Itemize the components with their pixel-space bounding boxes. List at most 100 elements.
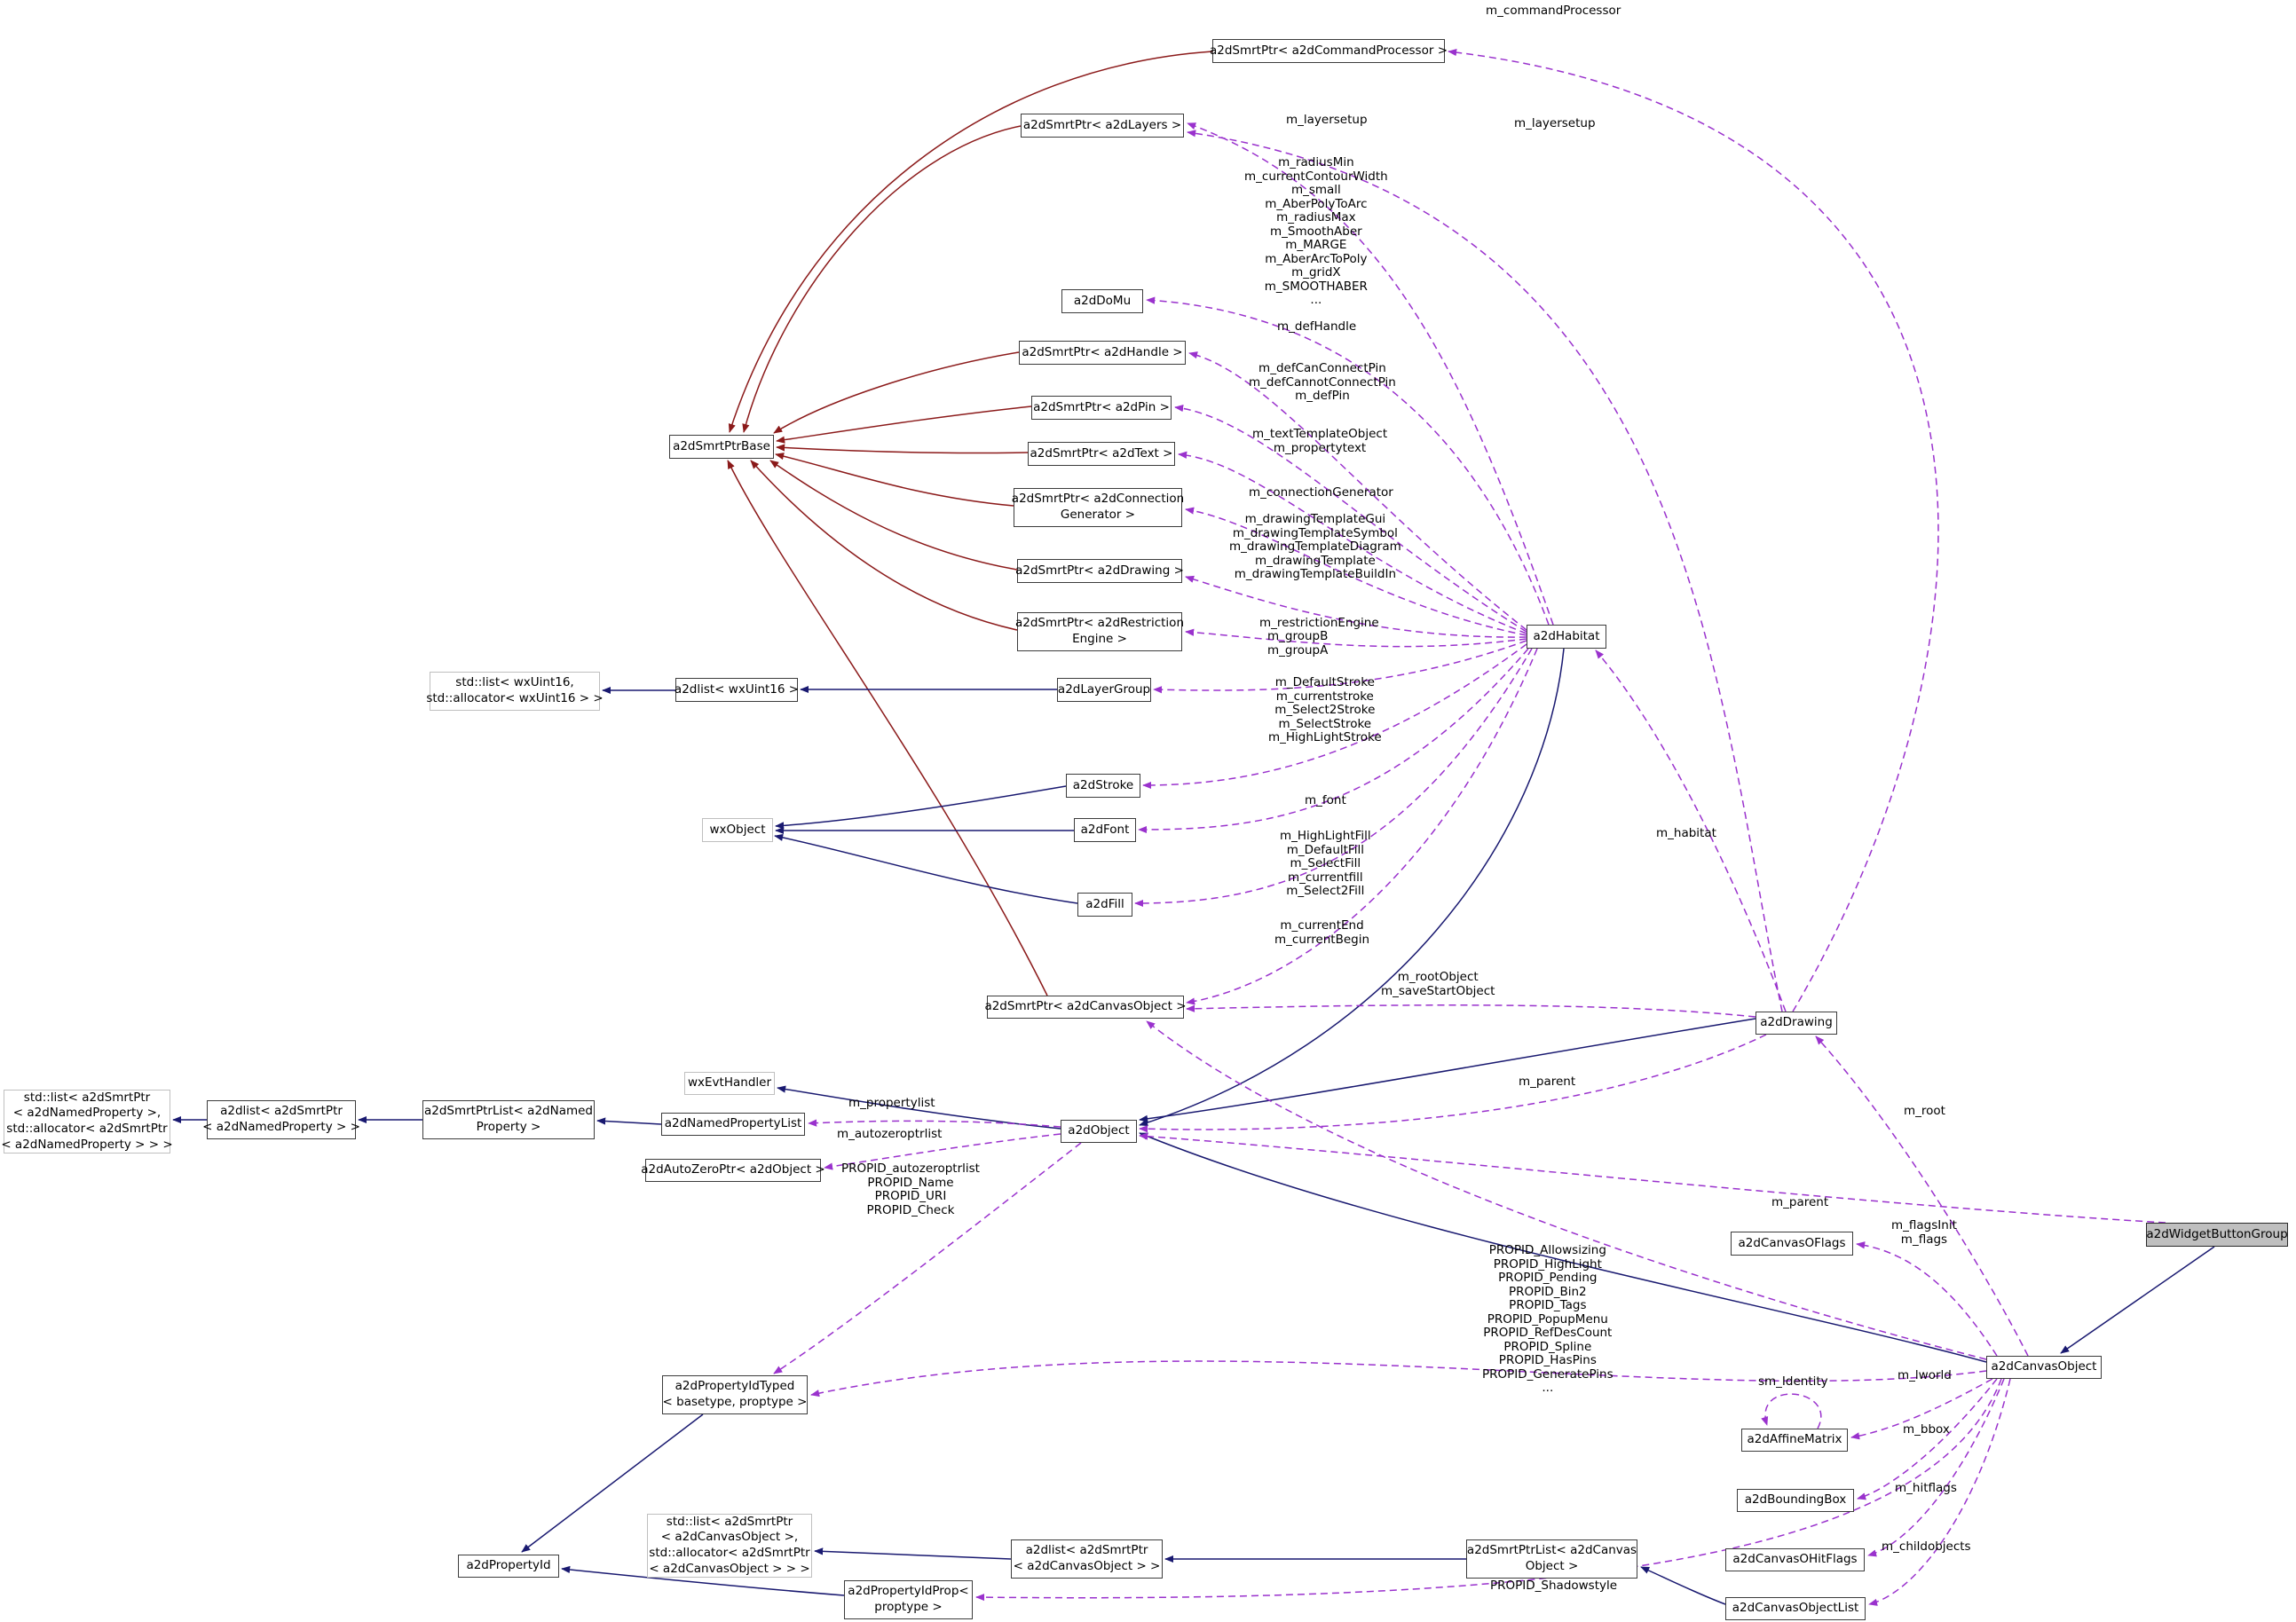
edge-label-line: m_HighLightStroke [1268,730,1382,744]
class-node-label: < a2dNamedProperty > > [202,1120,360,1134]
edge-label-m_autozeroptrlist: m_autozeroptrlist [837,1127,942,1142]
edge-drawing-to-a2dobject [1139,1018,1756,1122]
class-node-drawingptr[interactable]: a2dSmrtPtr< a2dDrawing > [1015,559,1184,583]
edge-label-line: m_habitat [1656,826,1716,840]
class-node-listcanvas[interactable]: a2dlist< a2dSmrtPtr< a2dCanvasObject > > [1011,1539,1163,1579]
edge-habitat-to-layers-L2 [1187,122,1554,626]
edge-propidprop-to-propid [561,1565,845,1596]
edge-label-m_childobjects: m_childobjects [1882,1539,1971,1555]
edge-habitat-to-smrtcanvasobj-L15 [1186,648,1538,1005]
edge-label-line: m_SMOOTHABER [1264,279,1368,294]
edge-label-m_hitflags: m_hitflags [1895,1481,1957,1496]
edge-label-line: PROPID_Allowsizing [1488,1243,1606,1257]
edge-label-line: PROPID_Spline [1503,1339,1592,1354]
edge-label-line: m_parent [1519,1075,1576,1089]
edge-label-m_defhandle: m_defHandle [1277,319,1356,335]
edge-habitat-to-handle-L5 [1188,351,1527,631]
class-node-label: a2dCanvasOHitFlags [1732,1552,1858,1567]
edge-pin-to-smrtptrbase [776,406,1032,444]
class-node-canvasobject[interactable]: a2dCanvasObject [1986,1356,2102,1379]
edge-label-line: m_drawingTemplate [1254,553,1376,568]
edge-label-line: m_AberPolyToArc [1265,196,1368,211]
edge-label-sm_identity: sm_Identity [1758,1374,1828,1390]
edge-label-line: PROPID_Check [866,1202,955,1217]
class-node-widget[interactable]: a2dWidgetButtonGroup [2146,1223,2288,1247]
edge-label-line: m_rootObject [1397,970,1479,984]
edge-label-line: m_drawingTemplateBuildIn [1234,567,1397,581]
class-node-label: < a2dNamedProperty >, [12,1106,162,1121]
class-node-layers[interactable]: a2dSmrtPtr< a2dLayers > [1021,114,1184,138]
class-node-canvasobjectlist[interactable]: a2dCanvasObjectList [1725,1597,1866,1620]
edge-label-line: m_drawingTemplateGui [1244,512,1386,526]
edge-label-m_layersetup: m_layersetup [1514,116,1596,131]
class-node-handle[interactable]: a2dSmrtPtr< a2dHandle > [1019,341,1186,365]
edge-label-line: ... [1542,1381,1554,1395]
class-node-font[interactable]: a2dFont [1074,818,1136,842]
edge-label-line: m_Select2Fill [1286,884,1365,898]
edge-label-line: m_Select2Stroke [1274,703,1376,717]
edge-habitat-to-restriction-L10 [1185,628,1527,648]
class-node-smrtptrbase[interactable]: a2dSmrtPtrBase [669,435,774,459]
class-node-list16[interactable]: a2dlist< wxUint16 > [675,678,799,702]
edge-label-line: m_MARGE [1285,238,1347,252]
edge-label-propid_shadowstyle: PROPID_Shadowstyle [1490,1579,1617,1594]
edge-label-line: m_connectionGenerator [1249,485,1393,500]
edge-label-line: m_font [1305,793,1346,807]
class-node-propidprop[interactable]: a2dPropertyIdProp<proptype > [844,1580,973,1619]
class-node-label: a2dCanvasObjectList [1732,1601,1859,1616]
edge-label-m_bbox: m_bbox [1903,1422,1950,1437]
edge-canvasobjectlist-to-smrtptrlistcanvas [1640,1566,1726,1605]
class-node-domu[interactable]: a2dDoMu [1061,289,1143,313]
class-node-label: a2dStroke [1072,777,1134,792]
edge-label-line: m_groupA [1267,642,1329,657]
edge-label-line: m_textTemplateObject [1252,427,1388,441]
edge-label-line: m_currentContourWidth [1244,169,1388,184]
edge-label-line: m_gridX [1291,265,1341,280]
class-node-fill[interactable]: a2dFill [1077,893,1132,917]
class-node-canvasohitflags[interactable]: a2dCanvasOHitFlags [1725,1548,1865,1571]
class-node-a2dobject[interactable]: a2dObject [1061,1120,1137,1143]
edge-layers-to-smrtptrbase [742,125,1022,433]
edge-label-line: m_currentEnd [1280,918,1364,933]
edge-label-line: PROPID_HasPins [1498,1353,1597,1367]
edge-label-line: m_flags [1900,1232,1948,1247]
class-node-wxevthandler: wxEvtHandler [684,1072,775,1095]
class-node-boundingbox[interactable]: a2dBoundingBox [1737,1489,1854,1512]
class-node-affinematrix[interactable]: a2dAffineMatrix [1741,1429,1848,1452]
class-node-stroke[interactable]: a2dStroke [1066,774,1140,798]
class-node-listnamed[interactable]: a2dlist< a2dSmrtPtr< a2dNamedProperty > … [202,1100,360,1139]
edge-label-line: PROPID_GeneratePins [1482,1366,1614,1382]
edge-conngen-to-smrtptrbase [775,453,1014,507]
class-node-text[interactable]: a2dSmrtPtr< a2dText > [1028,442,1175,466]
class-node-habitat[interactable]: a2dHabitat [1527,625,1606,649]
class-node-label: a2dlist< a2dSmrtPtr [220,1104,343,1119]
class-node-canvasoflags[interactable]: a2dCanvasOFlags [1731,1232,1853,1256]
edge-label-m_root: m_root [1904,1104,1945,1119]
edge-label-line: PROPID_Name [867,1175,954,1190]
class-node-cmdproc[interactable]: a2dSmrtPtr< a2dCommandProcessor > [1210,39,1448,63]
edge-affinematrix-to-affinematrix-L23 [1761,1393,1822,1429]
edge-label-m_parent: m_parent [1771,1195,1828,1210]
class-node-label: a2dLayerGroup [1057,681,1151,697]
class-node-layergroup[interactable]: a2dLayerGroup [1057,678,1151,702]
class-node-pin[interactable]: a2dSmrtPtr< a2dPin > [1031,396,1172,420]
edge-label-m_lworld: m_lworld [1898,1368,1952,1383]
edge-drawing-to-smrtcanvasobj-L17 [1186,1004,1756,1018]
class-node-label: Object > [1525,1559,1579,1573]
class-node-propidtyped[interactable]: a2dPropertyIdTyped< basetype, proptype > [662,1375,808,1414]
class-node-propid[interactable]: a2dPropertyId [458,1555,559,1578]
class-node-propertylist[interactable]: a2dNamedPropertyList [661,1113,805,1136]
class-node-drawing[interactable]: a2dDrawing [1756,1012,1837,1035]
edge-label-line: m_layersetup [1286,113,1368,127]
edge-label-line: m_drawingTemplateSymbol [1232,525,1398,540]
edge-canvasobject-to-propidprop-L28 [975,1378,2002,1602]
class-node-smrtcanvasobj[interactable]: a2dSmrtPtr< a2dCanvasObject > [984,996,1187,1019]
edge-habitat-to-pin-L6 [1174,404,1527,633]
class-node-autozero[interactable]: a2dAutoZeroPtr< a2dObject > [641,1159,825,1182]
